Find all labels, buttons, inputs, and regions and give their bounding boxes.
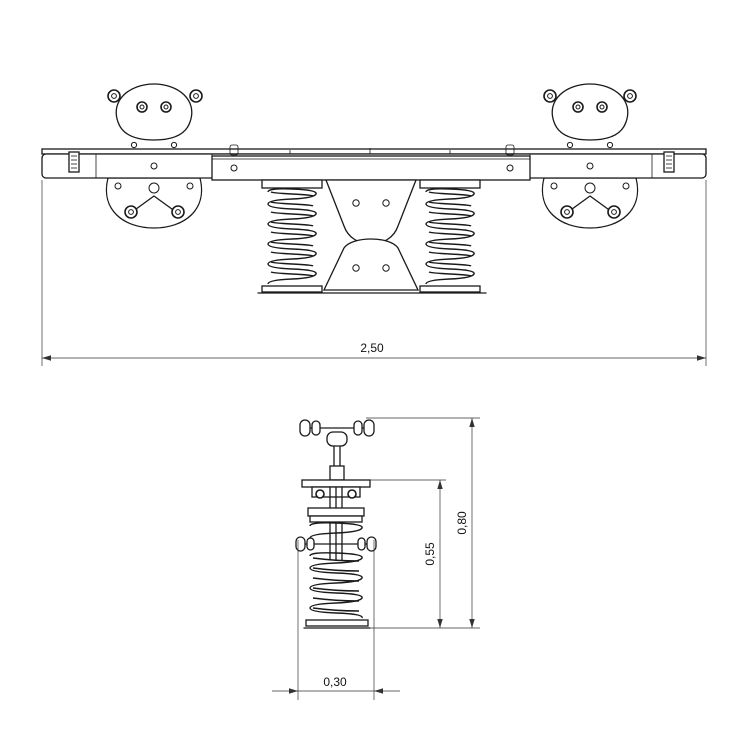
front-view: 2,50 xyxy=(41,83,707,366)
seat-height-label: 0,55 xyxy=(423,542,437,566)
right-spring xyxy=(419,179,481,293)
length-dimension: 2,50 xyxy=(41,180,707,366)
side-seat xyxy=(301,479,371,561)
side-spring xyxy=(295,522,377,629)
height-dimension: 0,80 xyxy=(366,417,480,629)
height-label: 0,80 xyxy=(455,511,469,535)
side-handle xyxy=(299,419,375,481)
side-view: 0,80 0,55 0,30 xyxy=(272,417,480,700)
length-label: 2,50 xyxy=(360,341,384,355)
center-bracket xyxy=(257,179,487,294)
width-dimension: 0,30 xyxy=(272,540,400,700)
width-label: 0,30 xyxy=(323,675,347,689)
left-spring xyxy=(261,179,323,293)
right-handle xyxy=(541,83,639,229)
seat-beam xyxy=(41,144,707,181)
left-handle xyxy=(105,83,203,229)
seat-height-dimension: 0,55 xyxy=(370,479,446,628)
